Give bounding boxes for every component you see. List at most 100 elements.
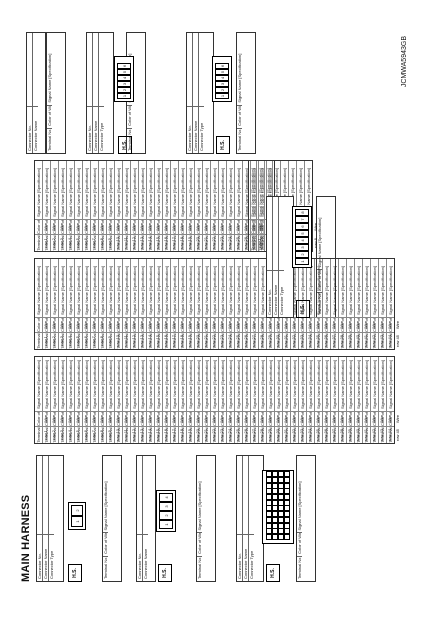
terminal-no: Terminal row 11 (115, 234, 128, 251)
terminal-no: Terminal row 26 (235, 426, 248, 443)
terminal-no: Terminal row 19 (179, 332, 192, 349)
wire-color: Color of Wire (371, 411, 384, 426)
signal-name: Signal Name [Specification] (196, 266, 201, 315)
connector-pin: 5 (215, 69, 229, 75)
terminal-no: Terminal row 38 (331, 426, 344, 443)
signal-name: Signal Name [Specification] (260, 266, 265, 315)
terminal-no: Terminal row 15 (147, 426, 160, 443)
terminal-no: Terminal row 33 (291, 426, 304, 443)
grid-pin (284, 488, 290, 495)
terminal-no: Terminal row 43 (371, 426, 384, 443)
terminal-no: Terminal row 10 (107, 234, 120, 251)
signal-name: Signal Name [Specification] (228, 168, 233, 217)
wire-color: Color of Wire (257, 219, 270, 234)
terminal-no: Terminal row 2 (43, 332, 56, 349)
wire-color: Color of Wire (187, 219, 200, 234)
wire-color: Color of Wire (315, 317, 328, 332)
hs-icon-r4: H.S. (296, 300, 310, 318)
cell: Connector Name (243, 533, 248, 581)
connector-header-row: Connector Name (33, 33, 38, 153)
connector-header-block-2: Connector No.Connector Name (136, 455, 156, 582)
terminal-no: Terminal row 7 (83, 332, 96, 349)
terminal-no: Terminal row 27 (243, 426, 256, 443)
wire-color: Color of Wire (51, 317, 64, 332)
hs-icon-r3: H.S. (216, 136, 230, 154)
terminal-no: Terminal row 25 (227, 234, 240, 251)
cell: Terminal No. (103, 555, 108, 581)
cell: Color of Wire (103, 532, 108, 556)
cell: Connector Type (279, 269, 284, 317)
cell: Connector Name (33, 105, 38, 153)
wire-color: Color of Wire (59, 317, 72, 332)
signal-name: Signal Name [Specification] (100, 360, 105, 409)
wire-color: Color of Wire (243, 411, 256, 426)
signal-name: Signal Name [Specification] (68, 266, 73, 315)
signal-name: Signal Name [Specification] (76, 360, 81, 409)
terminal-no: Terminal row 20 (187, 234, 200, 251)
cell (267, 197, 272, 270)
grid-pin (284, 477, 290, 483)
wire-color: Color of Wire (219, 411, 232, 426)
wire-color: Color of Wire (147, 411, 160, 426)
grid-pin (284, 471, 290, 478)
signal-name: Signal Name [Specification] (196, 360, 201, 409)
cell: Connector Name (193, 105, 198, 153)
signal-name: Signal Name [Specification] (364, 360, 369, 409)
signal-name: Signal Name [Specification] (356, 266, 361, 315)
wire-color: Color of Wire (35, 411, 48, 426)
terminal-no: Terminal row 3 (51, 426, 64, 443)
wire-color: Color of Wire (35, 219, 48, 234)
signal-name: Signal Name [Specification] (172, 360, 177, 409)
terminal-no: Terminal row 28 (251, 332, 264, 349)
wire-color: Color of Wire (115, 317, 128, 332)
wire-color: Color of Wire (291, 317, 304, 332)
signal-name: Signal Name [Specification] (250, 168, 255, 217)
terminal-no: Terminal row 5 (67, 234, 80, 251)
signal-name: Signal Name [Specification] (332, 360, 337, 409)
signal-name: Signal Name [Specification] (380, 266, 385, 315)
cell (143, 456, 148, 534)
wire-color: Color of Wire (249, 219, 262, 234)
terminal-no: Terminal row 2 (43, 426, 56, 443)
wire-color: Color of Wire (203, 411, 216, 426)
cell: Connector No. (27, 105, 32, 153)
signal-name: Signal Name [Specification] (52, 168, 57, 217)
signal-name: Signal Name [Specification] (44, 360, 49, 409)
signal-name: Signal Name [Specification] (220, 360, 225, 409)
wire-color: Color of Wire (259, 317, 272, 332)
signal-name: Signal Name [Specification] (164, 266, 169, 315)
terminal-no: Terminal row 11 (115, 426, 128, 443)
grid-pin (284, 482, 290, 489)
signal-name: Signal Name [Specification] (36, 168, 41, 217)
connector-pin: 6 (215, 63, 229, 69)
cell: Connector No. (187, 105, 192, 153)
wire-color: Color of Wire (139, 317, 152, 332)
signal-name: Signal Name [Specification] (388, 360, 393, 409)
cell: Color of Wire (127, 104, 132, 128)
terminal-no: Terminal row 44 (379, 332, 392, 349)
wire-color: Color of Wire (131, 317, 144, 332)
hs-icon: H.S. (68, 564, 82, 582)
wire-color: Color of Wire (107, 411, 120, 426)
cell: Connector Type (249, 533, 254, 581)
signal-name: Signal Name [Specification] (348, 266, 353, 315)
terminal-no: Terminal row 18 (171, 234, 184, 251)
signal-name: Signal Name [Specification] (172, 168, 177, 217)
wire-color: Color of Wire (83, 317, 96, 332)
